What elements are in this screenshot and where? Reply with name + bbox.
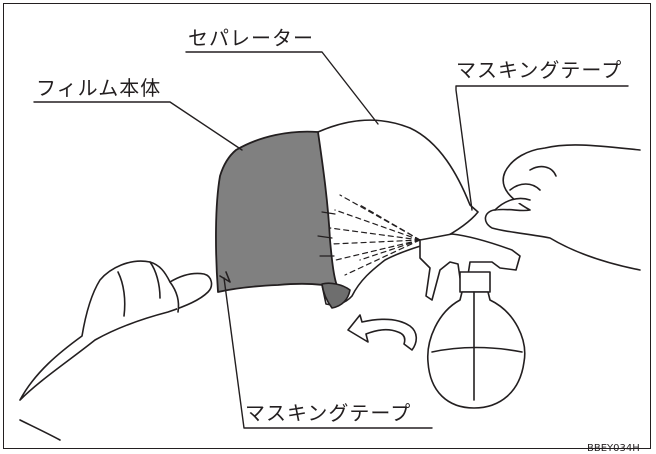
spray-bottle-icon: [419, 233, 526, 409]
separator-sheet: [311, 119, 479, 306]
leader-film: [33, 101, 243, 151]
right-hand: [484, 144, 641, 271]
label-film-body: フィルム本体: [36, 76, 162, 100]
film-body: [215, 130, 339, 293]
leader-separator: [185, 51, 379, 125]
leader-lines: [33, 51, 629, 429]
figure-border: [3, 3, 651, 449]
curved-arrow-icon: [347, 314, 418, 351]
label-masking-tape-bottom: マスキングテープ: [245, 401, 412, 425]
leader-tape-top: [455, 85, 629, 211]
film-tab: [219, 271, 231, 283]
label-masking-tape-top: マスキングテープ: [456, 58, 623, 82]
spray-mist: [317, 194, 421, 276]
label-separator: セパレーター: [188, 26, 314, 50]
figure-code: BBEY034H: [587, 443, 640, 454]
film-curl: [321, 282, 351, 309]
left-hand: [19, 260, 213, 441]
leader-tape-bottom: [223, 277, 433, 429]
